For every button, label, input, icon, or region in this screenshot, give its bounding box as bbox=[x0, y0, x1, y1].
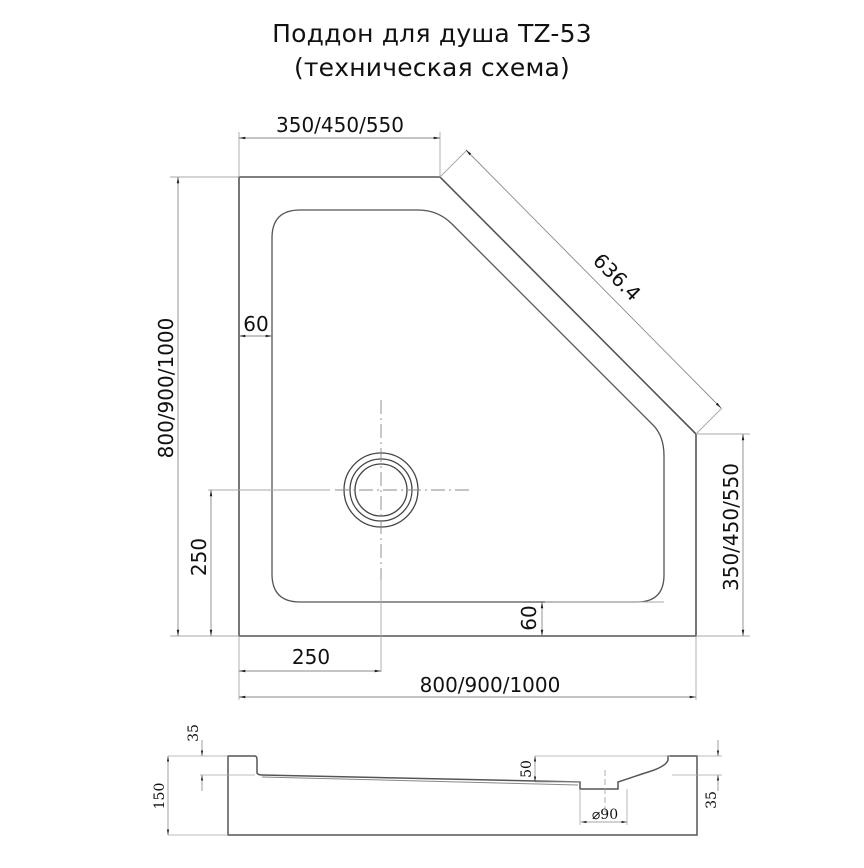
label-drain-y: 250 bbox=[187, 538, 211, 576]
plan-view: 350/450/550 636.4 800/900/1000 250 350/4… bbox=[154, 113, 750, 700]
label-total-height: 150 bbox=[152, 783, 168, 810]
drawing-title: Поддон для душа TZ-53 (техническая схема… bbox=[0, 17, 864, 85]
label-rim-left: 60 bbox=[243, 312, 268, 336]
tray-outline bbox=[238, 176, 697, 637]
label-drain-depth: 50 bbox=[519, 760, 535, 778]
label-drain-x: 250 bbox=[292, 645, 330, 669]
label-rim-height-left: 35 bbox=[186, 724, 202, 742]
drain-icon bbox=[335, 400, 472, 580]
tray-basin bbox=[271, 209, 665, 603]
label-drain-diameter: ⌀90 bbox=[592, 807, 618, 823]
dim-diagonal bbox=[465, 149, 722, 409]
label-left-height: 800/900/1000 bbox=[154, 318, 178, 459]
label-rim-height-right: 35 bbox=[704, 791, 720, 809]
section-view: 35 150 50 35 ⌀90 bbox=[152, 724, 722, 836]
label-bottom-width: 800/900/1000 bbox=[420, 673, 561, 697]
label-right-height: 350/450/550 bbox=[719, 463, 743, 591]
label-top-width: 350/450/550 bbox=[276, 113, 404, 137]
title-line-2: (техническая схема) bbox=[293, 53, 571, 82]
label-rim-bottom: 60 bbox=[517, 605, 541, 630]
section-profile bbox=[227, 755, 698, 836]
label-diagonal: 636.4 bbox=[588, 248, 645, 305]
title-line-1: Поддон для душа TZ-53 bbox=[272, 19, 592, 48]
